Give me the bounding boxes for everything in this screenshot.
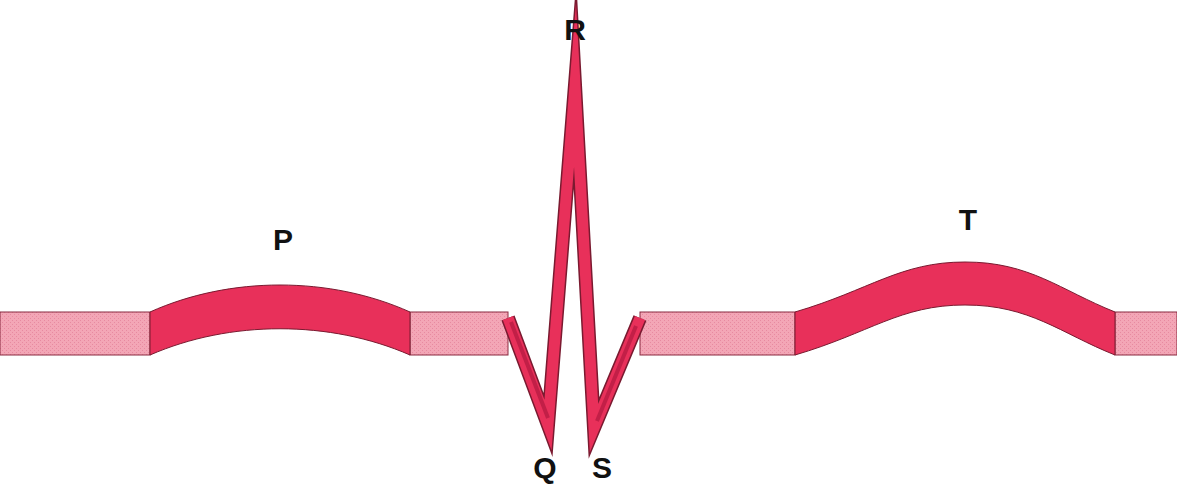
wave-label: P xyxy=(273,225,293,255)
qrs-shade xyxy=(597,326,636,421)
wave-label: T xyxy=(959,205,977,235)
wave-label: Q xyxy=(533,453,556,483)
qrs-outline xyxy=(508,85,640,428)
qrs-shade xyxy=(511,322,548,418)
baseline-segment xyxy=(0,312,150,355)
wave-label: R xyxy=(564,15,586,45)
t-wave xyxy=(795,262,1115,355)
wave-label: S xyxy=(592,453,612,483)
qrs-complex xyxy=(508,85,640,428)
p-wave xyxy=(150,285,410,355)
baseline-segment xyxy=(1115,312,1177,355)
baseline-segment xyxy=(640,312,795,355)
baseline-segment xyxy=(410,312,508,355)
